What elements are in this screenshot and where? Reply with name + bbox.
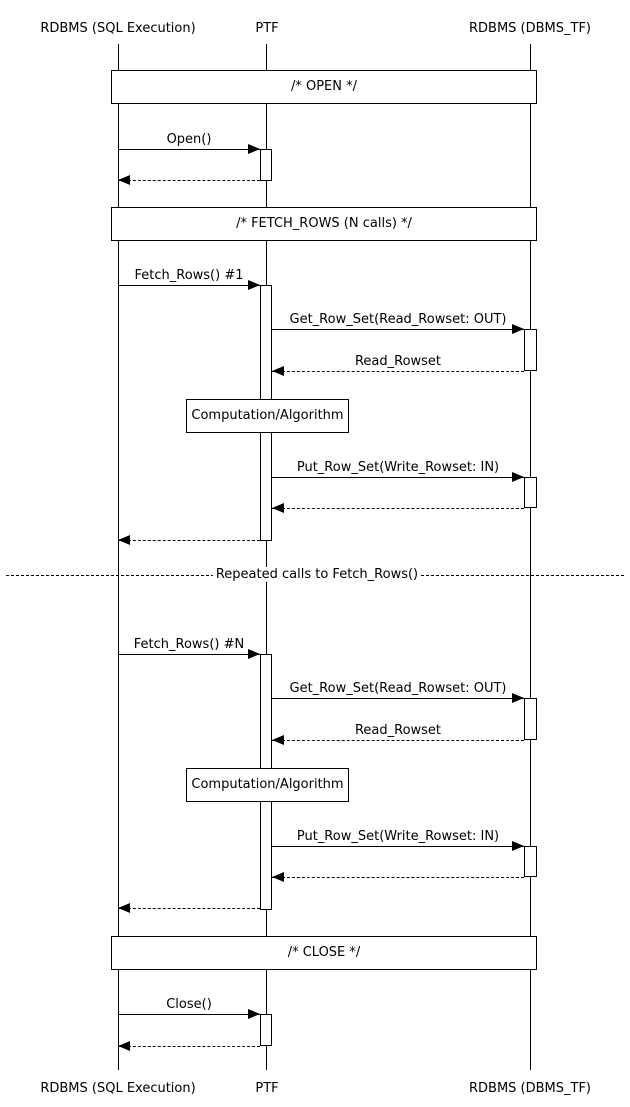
arrowhead-right-icon [512, 472, 524, 482]
activation-tf-get-n [524, 698, 537, 740]
arrowhead-left-icon [272, 503, 284, 513]
arrowhead-right-icon [512, 693, 524, 703]
message-open-call-label: Open() [166, 132, 212, 147]
participant-bottom-ptf: PTF [255, 1081, 279, 1096]
lifeline-rdbms-dbms-tf [530, 44, 531, 1070]
activation-ptf-open [260, 149, 272, 181]
message-put-row-set-n-label: Put_Row_Set(Write_Rowset: IN) [296, 829, 500, 844]
lifeline-ptf [266, 44, 267, 1070]
band-fetch-rows: /* FETCH_ROWS (N calls) */ [111, 207, 537, 241]
message-fetch-rows-n-label: Fetch_Rows() #N [133, 637, 245, 652]
activation-tf-put-n [524, 846, 537, 877]
message-put-row-set-1-label: Put_Row_Set(Write_Rowset: IN) [296, 460, 500, 475]
message-get-row-set-n-label: Get_Row_Set(Read_Rowset: OUT) [289, 681, 507, 696]
lifeline-rdbms-sql [118, 44, 119, 1070]
arrowhead-right-icon [512, 324, 524, 334]
band-close: /* CLOSE */ [111, 936, 537, 970]
activation-tf-get-1 [524, 329, 537, 371]
message-read-rowset-n-label: Read_Rowset [354, 723, 442, 738]
participant-top-rdbms-dbms-tf: RDBMS (DBMS_TF) [468, 21, 592, 36]
arrowhead-left-icon [118, 1041, 130, 1051]
arrowhead-right-icon [248, 144, 260, 154]
participant-bottom-rdbms-sql: RDBMS (SQL Execution) [40, 1081, 196, 1096]
computation-box-1: Computation/Algorithm [186, 399, 349, 433]
arrowhead-left-icon [118, 903, 130, 913]
arrowhead-left-icon [118, 535, 130, 545]
arrowhead-right-icon [248, 280, 260, 290]
arrowhead-left-icon [272, 872, 284, 882]
repeat-divider-label: Repeated calls to Fetch_Rows() [212, 567, 422, 582]
arrowhead-right-icon [512, 841, 524, 851]
participant-bottom-rdbms-dbms-tf: RDBMS (DBMS_TF) [468, 1081, 592, 1096]
message-get-row-set-1-label: Get_Row_Set(Read_Rowset: OUT) [289, 312, 507, 327]
message-read-rowset-1-label: Read_Rowset [354, 354, 442, 369]
computation-box-n: Computation/Algorithm [186, 768, 349, 802]
arrowhead-left-icon [118, 175, 130, 185]
arrowhead-right-icon [248, 649, 260, 659]
participant-top-ptf: PTF [255, 21, 279, 36]
arrowhead-left-icon [272, 366, 284, 376]
activation-ptf-close [260, 1014, 272, 1046]
arrowhead-right-icon [248, 1009, 260, 1019]
band-open: /* OPEN */ [111, 70, 537, 104]
activation-tf-put-1 [524, 477, 537, 508]
arrowhead-left-icon [272, 735, 284, 745]
message-close-call-label: Close() [166, 997, 212, 1012]
participant-top-rdbms-sql: RDBMS (SQL Execution) [40, 21, 196, 36]
message-fetch-rows-1-label: Fetch_Rows() #1 [134, 268, 244, 283]
